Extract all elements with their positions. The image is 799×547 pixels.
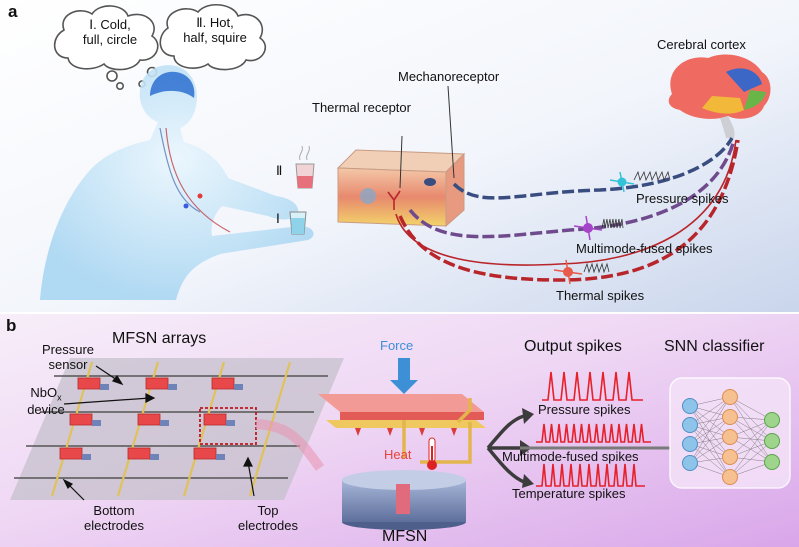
multimode-neuron [573, 215, 624, 241]
snn-connection [689, 416, 731, 445]
thermal-neuron [553, 259, 610, 285]
zoom-selection-box [199, 407, 257, 445]
hot-cup [295, 145, 315, 189]
temperature-spike-path [536, 463, 645, 487]
snn-connection [689, 424, 731, 478]
human-figure [40, 65, 314, 300]
thermal-receptor-label: Thermal receptor [312, 100, 411, 115]
mfsn-arrays-title: MFSN arrays [112, 330, 207, 347]
force-arrow [390, 358, 418, 394]
nbox-device-line2: device [27, 401, 65, 417]
snn-node-layer-3 [764, 412, 780, 428]
snn-connection [689, 396, 731, 464]
output-arrows [486, 414, 525, 484]
snn-connection [689, 405, 731, 478]
skin-block [336, 149, 466, 228]
snn-connection [689, 424, 731, 458]
mfsn-array-plate [10, 358, 344, 500]
cup-hot-marker: Ⅱ [276, 163, 283, 178]
top-electrodes-label: Top electrodes [228, 503, 308, 534]
snn-node-layer-1 [682, 455, 698, 471]
spike-train-pressure [542, 371, 643, 401]
snn-node-layer-2 [722, 469, 738, 485]
mfsn-device [318, 394, 486, 530]
thermometer-icon [427, 437, 437, 470]
pressure-sensor-line1: Pressure [41, 342, 95, 357]
pressure-spikes-label: Pressure spikes [636, 191, 729, 206]
out-temperature-label: Temperature spikes [512, 486, 626, 501]
snn-connection [729, 416, 773, 442]
cerebral-cortex-label: Cerebral cortex [657, 37, 746, 52]
out-multimode-label: Multimode-fused spikes [502, 449, 639, 464]
snn-node-layer-3 [764, 433, 780, 449]
snn-connection [729, 416, 773, 463]
bubble-cold-line1: Ⅰ. Cold, [89, 17, 131, 32]
cold-cup [289, 211, 307, 235]
snn-connection [689, 405, 731, 438]
spike-train-multimode [536, 423, 651, 443]
panel-label-a: a [8, 2, 18, 21]
snn-node-layer-1 [682, 398, 698, 414]
snn-node-layer-1 [682, 436, 698, 452]
bubble-hot-line2: half, squire [183, 29, 247, 45]
snn-node-layer-1 [682, 417, 698, 433]
top-electrodes-line1: Top [257, 503, 279, 518]
snn-node-layer-2 [722, 429, 738, 445]
snn-connection [729, 419, 773, 458]
snn-node-layer-3 [764, 454, 780, 470]
snn-connection [689, 405, 731, 458]
cerebral-cortex-brain [668, 54, 771, 138]
pressure-sensor-line2: sensor [48, 356, 88, 372]
nbox-device-label: NbOx device [18, 385, 74, 418]
snn-connection [689, 396, 731, 426]
bubble-hot-text: Ⅱ. Hot, half, squire [172, 15, 258, 46]
snn-node-layer-2 [722, 449, 738, 465]
snn-connection [729, 396, 773, 463]
snn-connection [729, 436, 773, 463]
snn-connection [689, 443, 731, 478]
nbox-subscript: x [57, 392, 62, 403]
cup-cold-marker: Ⅰ [276, 211, 280, 226]
snn-connection [729, 440, 773, 478]
bottom-electrodes-label: Bottom electrodes [72, 503, 156, 534]
bubble-cold-line2: full, circle [82, 31, 138, 47]
mechanoreceptor-label: Mechanoreceptor [398, 69, 500, 84]
multimode-spikes-label: Multimode-fused spikes [576, 241, 713, 256]
bubble-cold-text: Ⅰ. Cold, full, circle [72, 17, 148, 48]
snn-connection [729, 396, 773, 442]
snn-connection [729, 419, 773, 478]
bottom-electrodes-line1: Bottom [93, 503, 135, 518]
force-label: Force [380, 338, 414, 353]
brain-glow [150, 71, 195, 98]
multimode-spike-path [536, 423, 651, 443]
snn-node-layer-2 [722, 409, 738, 425]
mfsn-label: MFSN [382, 528, 428, 545]
snn-node-layer-2 [722, 389, 738, 405]
pressure-sensor-label: Pressure sensor [32, 342, 104, 373]
spike-train-temperature [536, 463, 645, 487]
pressure-spike-path [542, 371, 643, 401]
out-pressure-label: Pressure spikes [538, 402, 631, 417]
bottom-electrodes-line2: electrodes [84, 517, 144, 533]
snn-connection [689, 416, 731, 464]
bubble-hot-line1: Ⅱ. Hot, [196, 15, 234, 30]
snn-classifier-title: SNN classifier [664, 338, 765, 355]
callout-arrows [62, 365, 255, 501]
pressure-neuron [609, 170, 671, 193]
snn-classifier-network [669, 377, 791, 489]
thermal-spikes-label: Thermal spikes [556, 288, 645, 303]
output-spikes-title: Output spikes [524, 338, 622, 355]
heat-label: Heat [384, 447, 412, 462]
panel-label-b: b [6, 316, 17, 335]
nerve-fibers [395, 137, 740, 282]
zoom-connector [255, 419, 325, 471]
thought-bubble-cold [53, 5, 159, 91]
top-electrodes-line2: electrodes [238, 517, 298, 533]
snn-connection [689, 396, 731, 445]
nbox-base: NbO [30, 385, 58, 400]
